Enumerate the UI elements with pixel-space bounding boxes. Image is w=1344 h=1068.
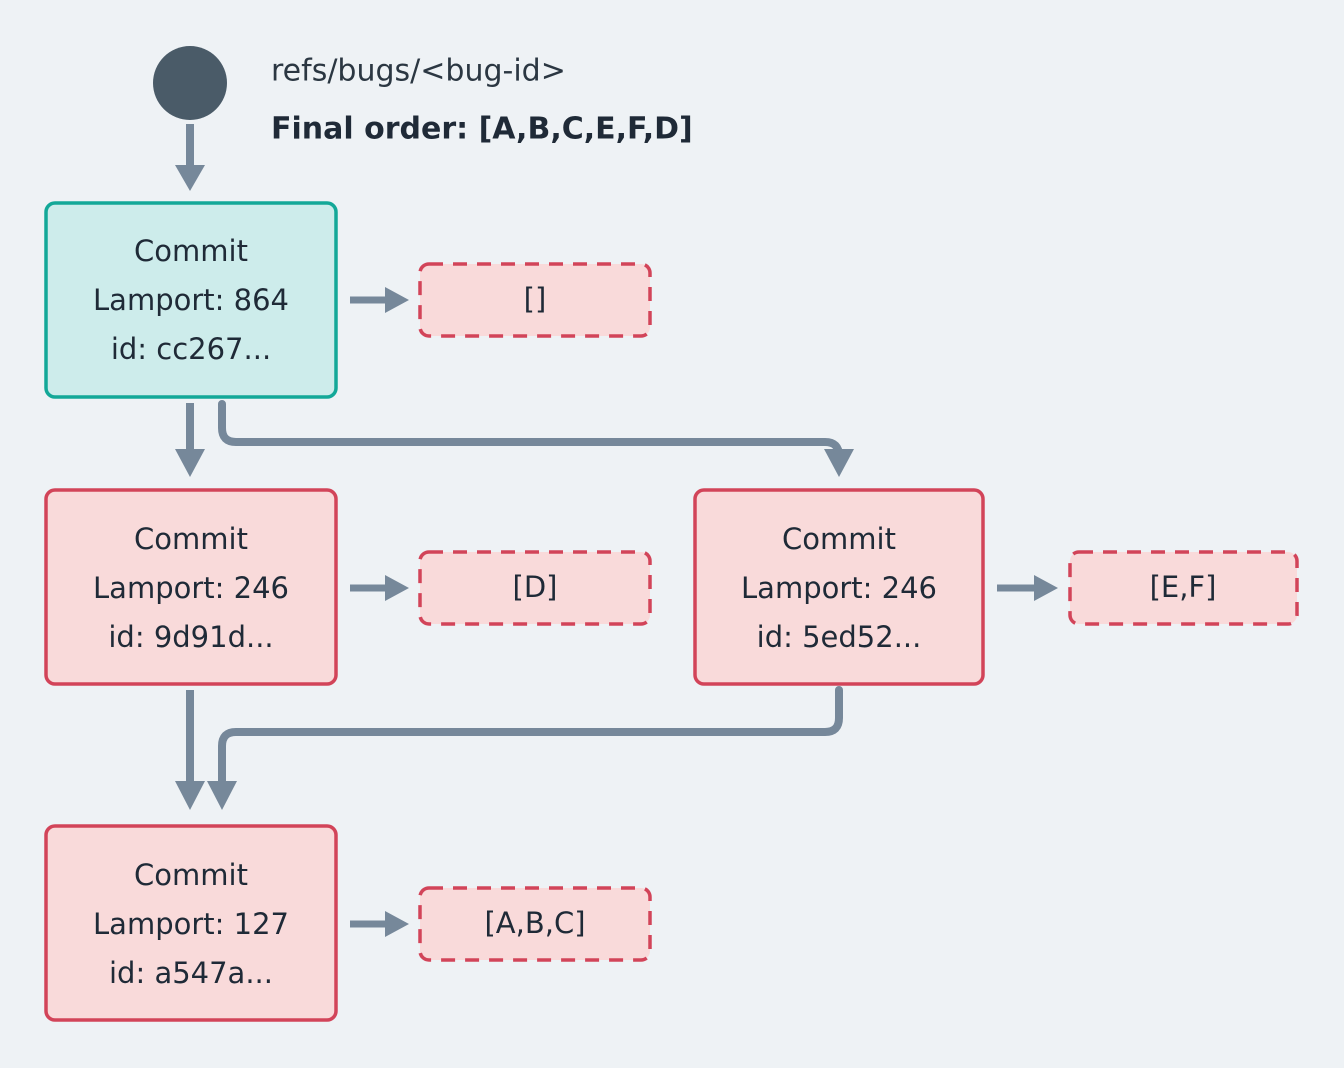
edge-9d91d-to-a547a <box>175 690 205 810</box>
payload-box-cc267-rect[interactable] <box>418 262 652 338</box>
commit-node-9d91d[interactable]: Commit Lamport: 246 id: 9d91d... <box>44 488 338 686</box>
payload-box-cc267[interactable]: [] <box>418 262 652 338</box>
commit-node-cc267-lamport: Lamport: 864 <box>93 283 289 317</box>
payload-box-9d91d-label: [D] <box>513 570 558 604</box>
edge-commit-a547a-to-payload <box>350 911 409 937</box>
commit-node-5ed52[interactable]: Commit Lamport: 246 id: 5ed52... <box>693 488 985 686</box>
edge-cc267-to-5ed52 <box>218 400 854 477</box>
commit-node-a547a[interactable]: Commit Lamport: 127 id: a547a... <box>44 824 338 1022</box>
final-order-label: Final order: [A,B,C,E,F,D] <box>271 112 693 147</box>
payload-box-a547a-rect[interactable] <box>418 886 652 962</box>
payload-box-cc267-label: [] <box>524 282 547 316</box>
payload-box-a547a-label: [A,B,C] <box>484 906 585 940</box>
root-ref-circle-icon <box>153 46 227 120</box>
commit-node-cc267-title: Commit <box>134 234 248 268</box>
commit-node-9d91d-title: Commit <box>134 522 248 556</box>
commit-node-5ed52-title: Commit <box>782 522 896 556</box>
ref-path-label: refs/bugs/<bug-id> <box>271 54 566 89</box>
commit-node-9d91d-lamport: Lamport: 246 <box>93 571 289 605</box>
payload-box-5ed52-rect[interactable] <box>1068 550 1299 626</box>
commit-node-5ed52-lamport: Lamport: 246 <box>741 571 937 605</box>
edge-commit-cc267-to-payload <box>350 287 409 313</box>
commit-node-a547a-lamport: Lamport: 127 <box>93 907 289 941</box>
payload-box-5ed52-label: [E,F] <box>1150 570 1217 604</box>
commit-node-a547a-box[interactable] <box>44 824 338 1022</box>
payload-box-9d91d[interactable]: [D] <box>418 550 652 626</box>
commit-node-cc267[interactable]: Commit Lamport: 864 id: cc267... <box>44 201 338 399</box>
edge-root-to-commit-cc267 <box>175 124 205 191</box>
commit-node-cc267-box[interactable] <box>44 201 338 399</box>
edge-commit-5ed52-to-payload <box>997 575 1058 601</box>
edge-5ed52-to-a547a <box>207 686 843 810</box>
commit-node-5ed52-box[interactable] <box>693 488 985 686</box>
payload-box-a547a[interactable]: [A,B,C] <box>418 886 652 962</box>
commit-node-9d91d-id: id: 9d91d... <box>108 620 273 654</box>
commit-node-5ed52-id: id: 5ed52... <box>757 620 922 654</box>
payload-box-5ed52[interactable]: [E,F] <box>1068 550 1299 626</box>
commit-node-a547a-title: Commit <box>134 858 248 892</box>
commit-node-a547a-id: id: a547a... <box>109 956 273 990</box>
edge-commit-9d91d-to-payload <box>350 575 409 601</box>
commit-node-9d91d-box[interactable] <box>44 488 338 686</box>
commit-node-cc267-id: id: cc267... <box>111 332 271 366</box>
edge-cc267-to-9d91d <box>175 403 205 477</box>
payload-box-9d91d-rect[interactable] <box>418 550 652 626</box>
